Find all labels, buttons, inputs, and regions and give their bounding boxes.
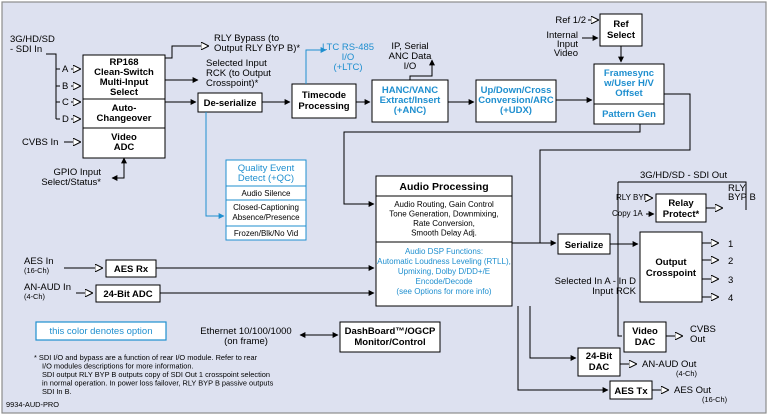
port-b-label: B [62,81,68,92]
sdi-in-label: 3G/HD/SD- SDI In [10,34,55,55]
aes-in-label: AES In(16-Ch) [24,256,54,275]
sdi-in-bracket [46,53,57,119]
relay-protect-block [655,193,707,223]
out-4-label: 4 [728,293,733,304]
adc24-text: 24-Bit ADC [103,289,152,300]
anaud-out-label: AN-AUD Out(4-Ch) [642,359,697,378]
model-number: 9934-AUD-PRO [6,400,59,409]
auto-changeover-text: Auto-Changeover [97,103,152,124]
ltc-arrow [305,47,327,84]
aes-rx-text: AES Rx [114,264,149,275]
port-d-label: D [62,114,69,125]
anaud-in-label: AN-AUD In(4-Ch) [24,282,71,301]
framesync-block [593,63,665,125]
serialize-text: Serialize [565,240,604,251]
rly-byp-label: RLY BYP [616,193,649,202]
option-legend-text: this color denotes option [50,326,153,337]
gpio-arrow [111,157,127,181]
port-a-label: A [62,64,69,75]
audio-processing-title: Audio Processing [399,181,488,193]
ref-select-block [599,13,643,47]
sdi-out-label: 3G/HD/SD - SDI Out [640,170,727,181]
cvbs-in-label: CVBS In [22,137,58,148]
qc-feed-arrow [205,112,225,219]
copy-1a-label: Copy 1A [612,209,643,218]
out-1-label: 1 [728,239,733,250]
port-c-label: C [62,97,69,108]
option-legend [35,321,167,341]
qc-frozen: Frozen/Blk/No Vid [234,229,298,238]
aes-out-label: AES Out(16-Ch) [674,385,727,404]
audio-processing-block [375,175,513,307]
aes-tx-text: AES Tx [614,386,648,397]
video-path-line [343,124,641,207]
video-dac-block [623,321,667,353]
ethernet-label: Ethernet 10/100/1000(on frame) [200,326,291,347]
rly-bypass-arrow [165,46,208,59]
out-3-label: 3 [728,275,733,286]
qc-audio-silence: Audio Silence [242,189,291,198]
dashboard-block [339,321,441,353]
pattern-gen-text: Pattern Gen [602,109,656,120]
dac24-block [577,347,621,377]
updown-block [475,79,557,123]
output-crosspoint-block [639,231,703,303]
deserialize-text: De-serialize [204,98,257,109]
audio-dsp-lines: Audio DSP Functions:Automatic Loudness L… [377,247,511,296]
ip-serial-arrow [409,59,435,80]
input-select-block [82,54,166,159]
ref-label: Ref 1/2 [555,15,586,26]
out-2-label: 2 [728,256,733,267]
timecode-block [291,83,357,119]
footnotes: * SDI I/O and bypass are a function of r… [34,353,274,396]
